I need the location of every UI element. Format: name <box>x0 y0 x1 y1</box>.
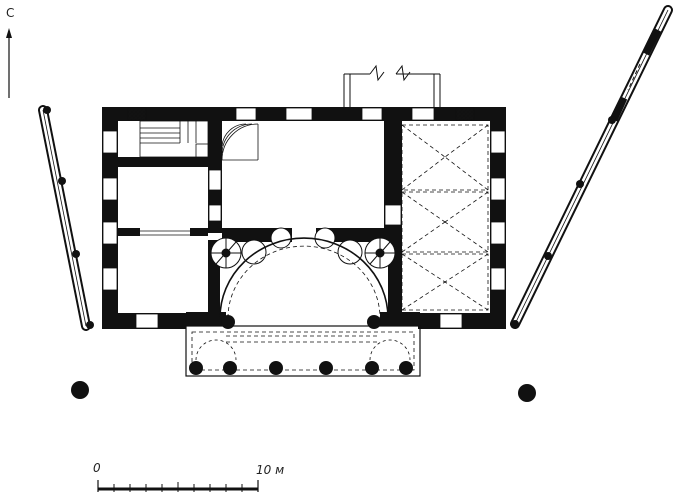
quarter-stair <box>221 123 259 161</box>
vault-lines <box>401 124 489 311</box>
scale-end-label: 10 м <box>256 463 285 477</box>
outer-walls <box>102 107 506 329</box>
interior-walls <box>118 121 402 318</box>
chimney-block-left <box>127 107 147 121</box>
upper-left-stair <box>139 120 209 158</box>
chimney-block-right <box>455 107 475 121</box>
door-openings <box>140 169 402 236</box>
scale-zero-label: 0 <box>93 461 101 475</box>
left-colonnade <box>38 105 94 331</box>
window-openings <box>102 107 506 329</box>
rear-extension <box>343 64 441 107</box>
portico <box>185 325 421 377</box>
spiral-stairs <box>210 237 396 269</box>
north-arrow <box>6 28 12 98</box>
central-hall <box>219 237 389 319</box>
north-label: С <box>6 6 15 20</box>
scale-bar <box>97 480 259 492</box>
portico-columns <box>189 315 413 375</box>
detached-column-right <box>518 384 536 402</box>
detached-column-left <box>71 381 89 399</box>
right-colonnade <box>510 5 673 329</box>
